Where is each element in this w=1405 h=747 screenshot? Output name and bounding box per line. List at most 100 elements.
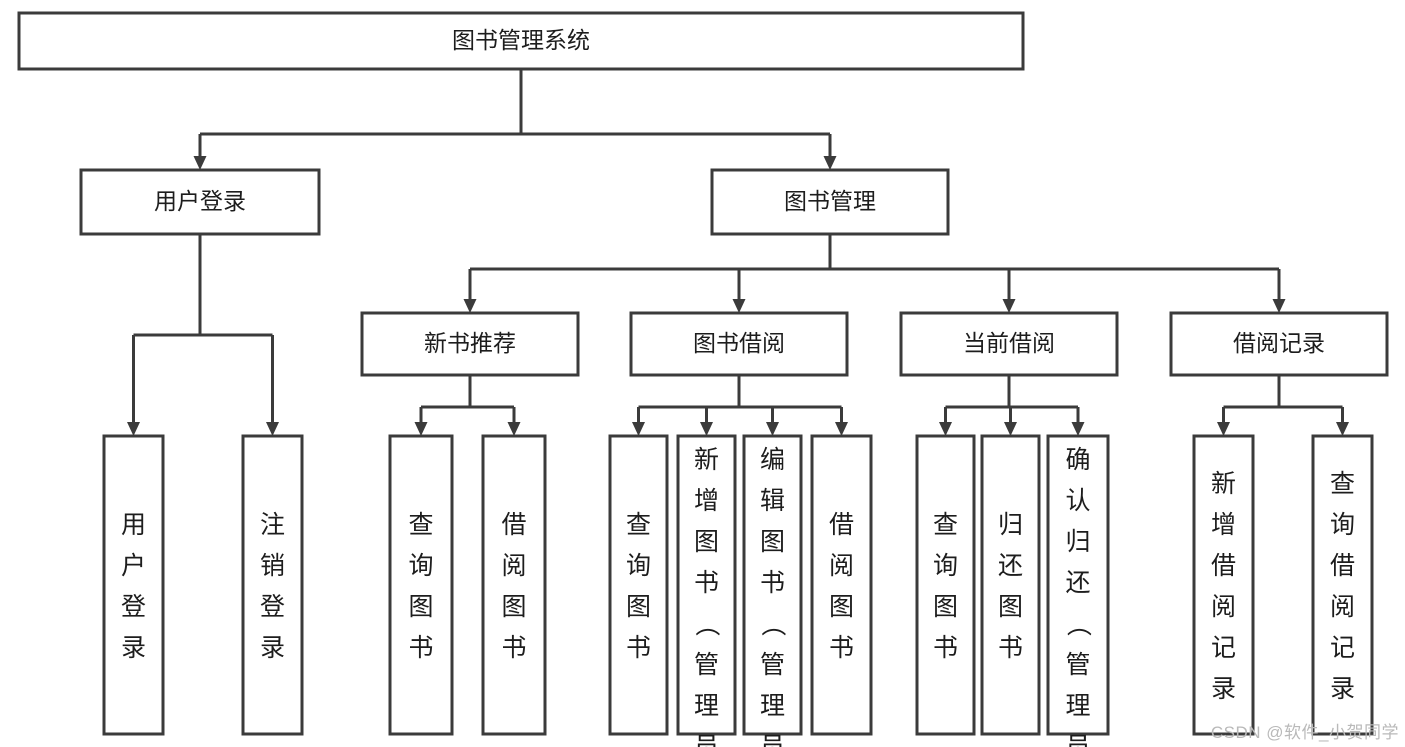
svg-text:询: 询 — [626, 552, 651, 580]
svg-text:询: 询 — [933, 552, 958, 580]
svg-text:借: 借 — [1211, 552, 1236, 580]
node-leaf-confirm-return[interactable] — [1046, 434, 1110, 736]
svg-text:书: 书 — [408, 634, 433, 662]
svg-text:借: 借 — [1330, 552, 1355, 580]
svg-text:图: 图 — [501, 593, 526, 621]
svg-text:记: 记 — [1211, 634, 1236, 662]
svg-text:借: 借 — [829, 511, 854, 539]
svg-text:书: 书 — [626, 634, 651, 662]
node-leaf-query-book-2[interactable] — [608, 434, 669, 736]
node-label-user-login: 用户登录 — [154, 188, 246, 214]
node-leaf-borrow-book-2[interactable] — [810, 434, 873, 736]
svg-text:（: （ — [1064, 611, 1092, 636]
svg-text:（: （ — [693, 611, 721, 636]
node-leaf-borrow-book-1[interactable] — [481, 434, 547, 736]
node-borrow-record[interactable] — [1169, 311, 1389, 377]
svg-text:员: 员 — [1065, 733, 1090, 747]
svg-text:图: 图 — [998, 593, 1023, 621]
svg-text:（: （ — [759, 611, 787, 636]
svg-text:图: 图 — [760, 528, 785, 556]
svg-text:注: 注 — [260, 511, 285, 539]
node-leaf-query-book-1[interactable] — [388, 434, 454, 736]
node-leaf-query-book-3[interactable] — [915, 434, 976, 736]
node-leaf-edit-book[interactable] — [742, 434, 803, 736]
svg-text:理: 理 — [1065, 692, 1090, 720]
svg-text:阅: 阅 — [501, 552, 526, 580]
svg-text:新: 新 — [694, 446, 719, 474]
svg-text:管: 管 — [760, 651, 785, 679]
node-book-borrow[interactable] — [629, 311, 849, 377]
node-leaf-add-book[interactable] — [676, 434, 737, 736]
svg-text:归: 归 — [1065, 528, 1090, 556]
svg-text:记: 记 — [1330, 634, 1355, 662]
node-root[interactable] — [17, 11, 1025, 71]
svg-text:员: 员 — [760, 733, 785, 747]
svg-text:阅: 阅 — [829, 552, 854, 580]
svg-text:询: 询 — [408, 552, 433, 580]
node-label-leaf-user-login: 用户登录 — [121, 511, 146, 662]
svg-text:图: 图 — [626, 593, 651, 621]
node-label-root: 图书管理系统 — [452, 27, 590, 53]
svg-text:管: 管 — [1065, 651, 1090, 679]
node-leaf-user-logout[interactable] — [241, 434, 304, 736]
svg-text:借: 借 — [501, 511, 526, 539]
node-leaf-add-record[interactable] — [1192, 434, 1255, 736]
svg-text:书: 书 — [760, 569, 785, 597]
svg-text:录: 录 — [121, 634, 146, 662]
node-user-login[interactable] — [79, 168, 321, 236]
svg-text:图: 图 — [933, 593, 958, 621]
svg-text:户: 户 — [121, 552, 146, 580]
connector-links — [127, 69, 1349, 436]
csdn-watermark: CSDN @软件_小贺同学 — [1210, 723, 1399, 742]
svg-text:查: 查 — [1330, 470, 1355, 498]
node-leaf-user-login[interactable] — [102, 434, 165, 736]
svg-text:增: 增 — [694, 487, 719, 515]
node-book-manage[interactable] — [710, 168, 950, 236]
svg-text:书: 书 — [998, 634, 1023, 662]
node-label-book-manage: 图书管理 — [784, 188, 876, 214]
node-leaf-query-record[interactable] — [1311, 434, 1374, 736]
svg-text:查: 查 — [933, 511, 958, 539]
svg-text:录: 录 — [260, 634, 285, 662]
svg-text:阅: 阅 — [1330, 593, 1355, 621]
node-new-book-rec[interactable] — [360, 311, 580, 377]
node-current-borrow[interactable] — [899, 311, 1119, 377]
svg-text:图: 图 — [694, 528, 719, 556]
svg-text:销: 销 — [260, 552, 285, 580]
node-label-book-borrow: 图书借阅 — [693, 330, 785, 356]
svg-text:理: 理 — [760, 692, 785, 720]
node-leaf-return-book[interactable] — [980, 434, 1041, 736]
svg-text:询: 询 — [1330, 511, 1355, 539]
svg-text:归: 归 — [998, 511, 1023, 539]
svg-text:书: 书 — [933, 634, 958, 662]
svg-text:管: 管 — [694, 651, 719, 679]
svg-text:图: 图 — [408, 593, 433, 621]
svg-text:确: 确 — [1065, 446, 1090, 474]
node-label-new-book-rec: 新书推荐 — [424, 330, 516, 356]
svg-text:查: 查 — [626, 511, 651, 539]
svg-text:登: 登 — [121, 593, 146, 621]
svg-text:查: 查 — [408, 511, 433, 539]
svg-text:登: 登 — [260, 593, 285, 621]
svg-text:录: 录 — [1211, 675, 1236, 703]
svg-text:录: 录 — [1330, 675, 1355, 703]
node-label-borrow-record: 借阅记录 — [1233, 330, 1325, 356]
svg-text:书: 书 — [694, 569, 719, 597]
svg-text:员: 员 — [694, 733, 719, 747]
svg-text:阅: 阅 — [1211, 593, 1236, 621]
svg-text:新: 新 — [1211, 470, 1236, 498]
